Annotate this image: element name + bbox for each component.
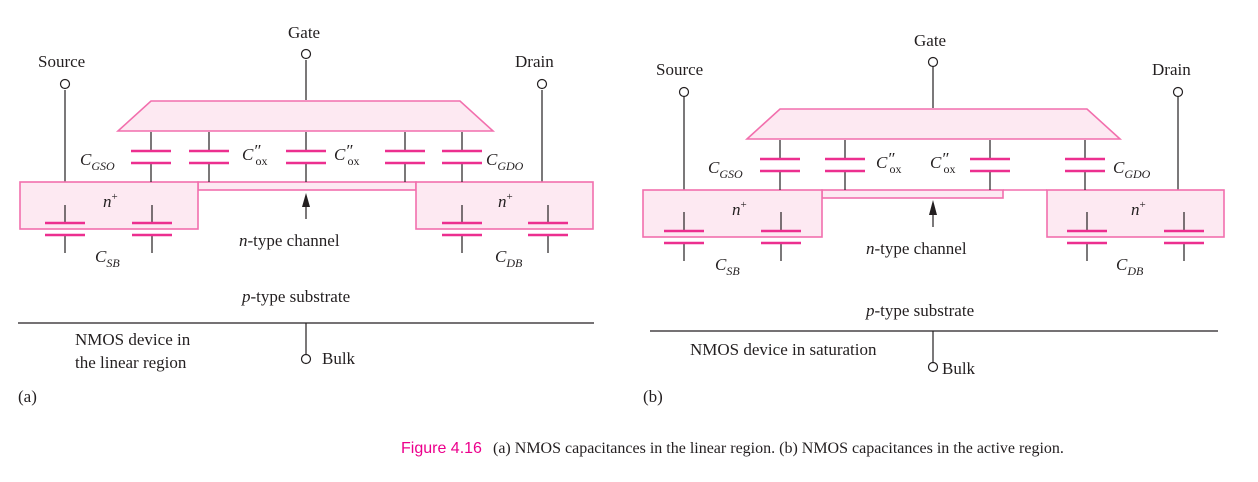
oxide-capacitor-icon: [970, 140, 1010, 190]
source-terminal-a: Source: [38, 52, 85, 182]
oxide-capacitor-icon: [442, 132, 482, 182]
cgso-label: CGSO: [80, 150, 115, 173]
gate-label: Gate: [288, 23, 320, 42]
region-label-line-2: the linear region: [75, 353, 187, 372]
cdb-label: CDB: [1116, 255, 1144, 278]
bulk-terminal-icon: [300, 353, 312, 365]
panel-label-b: (b): [643, 387, 663, 406]
nplus-source: n+: [103, 191, 118, 211]
cdb-label: CDB: [495, 247, 523, 270]
channel: [197, 181, 417, 191]
region-label-line-1: NMOS device in: [75, 330, 191, 349]
cgso-label: CGSO: [708, 158, 743, 181]
figure-number: Figure 4.16: [401, 440, 482, 457]
oxide-capacitor-icon: [760, 140, 800, 190]
channel-label: n-type channel: [239, 231, 340, 250]
source-diffusion: [642, 189, 823, 238]
bulk-label: Bulk: [322, 349, 356, 368]
cox-label-1: C″ox: [876, 149, 901, 176]
source-terminal-icon: [678, 86, 690, 98]
oxide-capacitor-icon: [1065, 140, 1105, 190]
junction-capacitor-icon: [761, 212, 801, 261]
drain-diffusion: [1046, 189, 1225, 238]
junction-capacitor-icon: [1164, 212, 1204, 261]
oxide-capacitor-icon: [385, 132, 425, 182]
oxide-capacitor-icon: [189, 132, 229, 182]
bulk-label: Bulk: [942, 359, 976, 378]
oxide-capacitor-icon: [286, 132, 326, 182]
cox-label-1: C″ox: [242, 141, 267, 168]
bulk-terminal-icon: [927, 361, 939, 373]
junction-capacitor-icon: [528, 205, 568, 253]
source-label: Source: [38, 52, 85, 71]
source-diffusion: [19, 181, 199, 230]
cgdo-label: CGDO: [1113, 158, 1151, 181]
junction-capacitor-icon: [1067, 212, 1107, 261]
gate-electrode: [744, 108, 1123, 140]
source-terminal-icon: [59, 78, 71, 90]
nplus-drain: n+: [1131, 199, 1146, 219]
panel-b: Source Gate Drain CGSO C″ox C″ox CGDO n+…: [642, 31, 1225, 406]
channel-arrow-icon: [929, 200, 937, 215]
junction-capacitor-icon: [132, 205, 172, 253]
gate-terminal-icon: [927, 56, 939, 68]
drain-label: Drain: [1152, 60, 1191, 79]
cgdo-label: CGDO: [486, 150, 524, 173]
substrate-label: p-type substrate: [865, 301, 974, 320]
channel-label: n-type channel: [866, 239, 967, 258]
junction-capacitor-icon: [442, 205, 482, 253]
csb-label: CSB: [95, 247, 120, 270]
source-terminal-b: Source: [656, 60, 703, 190]
substrate-label: p-type substrate: [241, 287, 350, 306]
panel-a: Source Gate Drain CGSO C″ox C″ox CGDO n+: [18, 23, 594, 406]
drain-terminal-icon: [1172, 86, 1184, 98]
oxide-capacitor-icon: [825, 140, 865, 190]
panel-label-a: (a): [18, 387, 37, 406]
figure-caption: Figure 4.16 (a) NMOS capacitances in the…: [401, 440, 1064, 457]
drain-diffusion: [415, 181, 594, 230]
source-label: Source: [656, 60, 703, 79]
caption-text: (a) NMOS capacitances in the linear regi…: [493, 440, 1064, 457]
channel-arrow-icon: [302, 193, 310, 207]
gate-label: Gate: [914, 31, 946, 50]
gate-terminal-icon: [300, 48, 312, 60]
drain-label: Drain: [515, 52, 554, 71]
gate-terminal-b: Gate: [914, 31, 946, 108]
gate-terminal-a: Gate: [288, 23, 320, 100]
drain-terminal-b: Drain: [1152, 60, 1191, 190]
gate-electrode: [115, 100, 496, 132]
nplus-source: n+: [732, 199, 747, 219]
channel-pinched: [821, 189, 1004, 199]
oxide-capacitor-icon: [131, 132, 171, 182]
drain-terminal-a: Drain: [515, 52, 554, 182]
cox-label-2: C″ox: [334, 141, 359, 168]
drain-terminal-icon: [536, 78, 548, 90]
csb-label: CSB: [715, 255, 740, 278]
cox-label-2: C″ox: [930, 149, 955, 176]
region-label: NMOS device in saturation: [690, 340, 877, 359]
junction-capacitor-icon: [45, 205, 85, 253]
nplus-drain: n+: [498, 191, 513, 211]
junction-capacitor-icon: [664, 212, 704, 261]
